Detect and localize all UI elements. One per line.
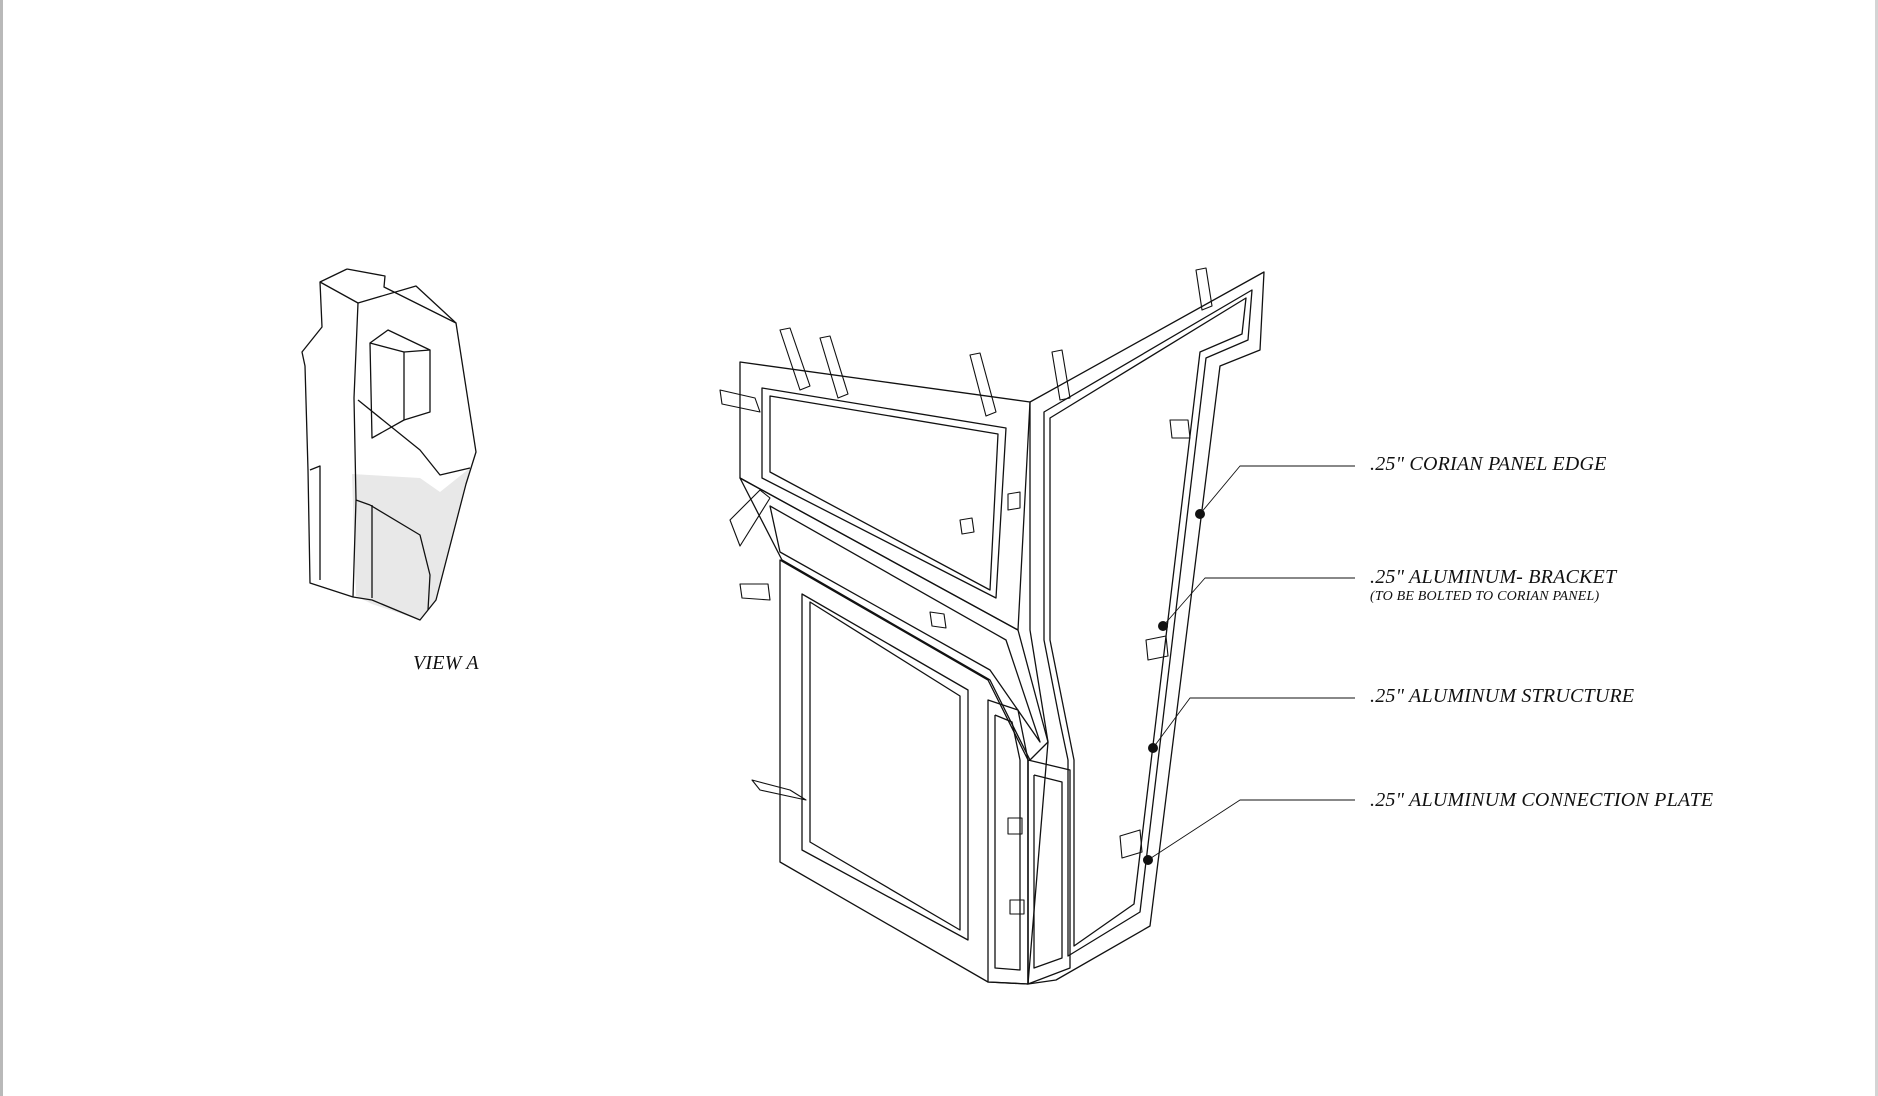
- brackets: [719, 267, 1213, 915]
- right-panel-frame-inner: [1049, 297, 1247, 947]
- middle-band-frame: [769, 505, 1041, 743]
- lower-left-frame-inner: [809, 601, 961, 931]
- leader-bracket: [1162, 577, 1355, 627]
- view-a-top-edge: [319, 281, 457, 324]
- lower-left-panel: [779, 559, 1029, 985]
- callout-label-structure: .25" ALUMINUM STRUCTURE: [1370, 685, 1635, 707]
- right-tall-panel: [1027, 271, 1265, 985]
- view-a-front-corner: [352, 302, 359, 598]
- callout-label-connection-plate: .25" ALUMINUM CONNECTION PLATE: [1370, 789, 1714, 811]
- callout-dots: [1143, 509, 1205, 865]
- leader-connection-plate: [1147, 799, 1355, 861]
- view-a-shaded-face: [352, 468, 470, 620]
- view-a-recess: [357, 399, 471, 476]
- leader-structure: [1152, 697, 1355, 749]
- upper-left-panel: [739, 361, 1031, 631]
- view-a-box-top: [369, 329, 431, 353]
- page-border-left: [0, 0, 3, 1096]
- callout-label-bracket: .25" ALUMINUM- BRACKET: [1370, 566, 1617, 588]
- dot-structure: [1148, 743, 1158, 753]
- view-a-left-ledge: [309, 465, 321, 580]
- callout-label-panel-edge: .25" CORIAN PANEL EDGE: [1370, 453, 1607, 475]
- upper-left-frame: [761, 387, 1007, 599]
- right-panel-frame: [1043, 289, 1253, 957]
- panel-assembly: [719, 267, 1265, 985]
- dot-panel-edge: [1195, 509, 1205, 519]
- leader-panel-edge: [1199, 465, 1355, 515]
- lower-right-frame: [1033, 774, 1063, 969]
- center-strip-frame: [994, 714, 1021, 971]
- view-a-doorway: [355, 499, 431, 611]
- dot-bracket: [1158, 621, 1168, 631]
- view-a-box-side: [403, 350, 431, 421]
- upper-left-frame-inner: [769, 395, 999, 591]
- view-a-outline: [301, 268, 477, 621]
- callout-note-bracket: (TO BE BOLTED TO CORIAN PANEL): [1370, 589, 1600, 604]
- dot-connection-plate: [1143, 855, 1153, 865]
- view-a-massing: [301, 268, 477, 621]
- lower-right-panel: [1027, 759, 1071, 985]
- lower-left-frame: [801, 593, 969, 941]
- page-border-right: [1875, 0, 1878, 1096]
- callout-leaders: [1147, 465, 1355, 861]
- view-a-caption: VIEW A: [413, 652, 479, 674]
